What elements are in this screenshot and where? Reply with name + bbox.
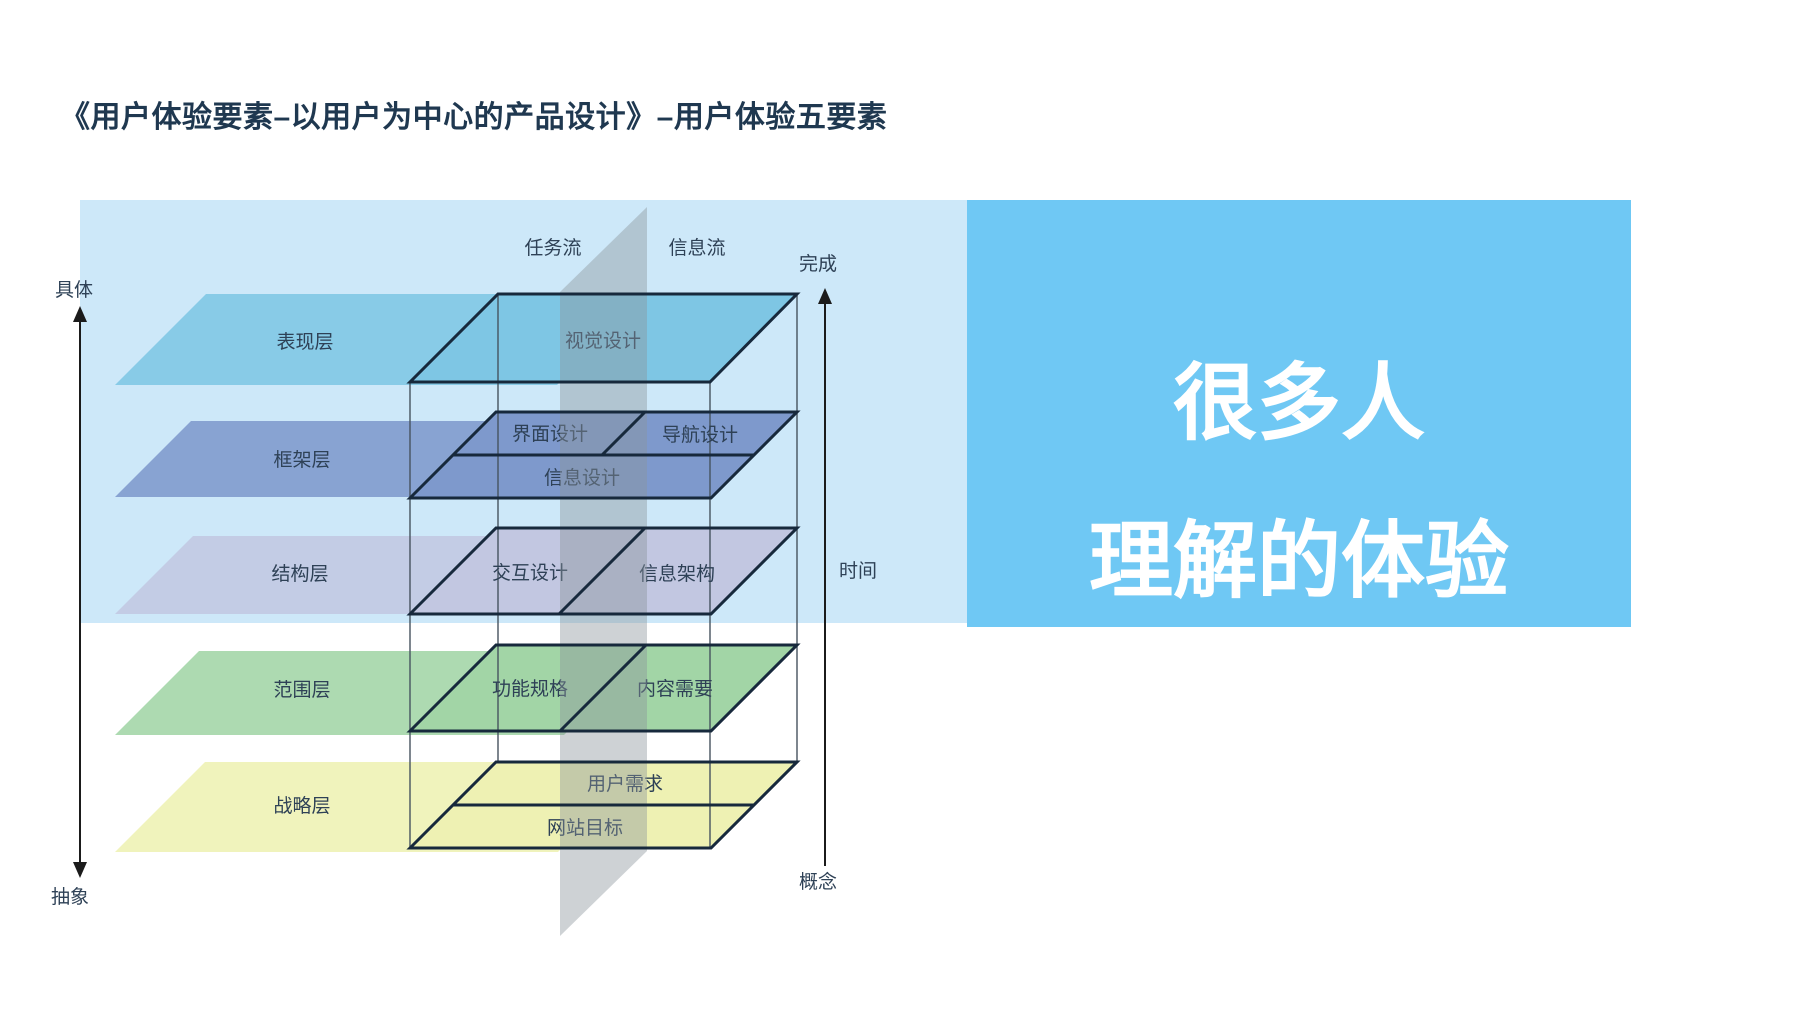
axis-label-abstract: 抽象 — [51, 886, 89, 908]
layer-label-strategy: 战略层 — [273, 795, 330, 817]
layer-label-scope: 范围层 — [273, 679, 330, 701]
axis-label-time: 时间 — [839, 560, 877, 582]
cell-label-functional-specs: 功能规格 — [492, 678, 568, 700]
cell-label-interaction-design: 交互设计 — [492, 562, 568, 584]
cell-label-information-design: 信息设计 — [544, 467, 620, 489]
layer-label-surface: 表现层 — [276, 331, 333, 353]
scope-divider — [558, 643, 648, 733]
right-axis-arrow-up-icon — [818, 288, 832, 304]
layer-label-skeleton: 框架层 — [273, 449, 330, 471]
task-flow-label: 任务流 — [524, 237, 581, 259]
layer-label-structure: 结构层 — [271, 563, 328, 585]
left-axis-arrow-up-icon — [73, 306, 87, 322]
cell-label-content-requirements: 内容需要 — [637, 678, 713, 700]
cell-label-interface-design: 界面设计 — [512, 423, 588, 445]
cell-label-navigation-design: 导航设计 — [662, 424, 738, 446]
cell-outline-scope — [406, 643, 801, 733]
page-title: 《用户体验要素–以用户为中心的产品设计》–用户体验五要素 — [60, 101, 888, 134]
skeleton-top-divider — [600, 410, 647, 457]
cell-outline-strategy — [406, 760, 801, 850]
callout-panel — [967, 200, 1631, 627]
structure-divider — [557, 526, 647, 616]
cell-label-user-needs: 用户需求 — [587, 773, 663, 795]
axis-label-completion: 完成 — [799, 253, 837, 275]
axis-label-conception: 概念 — [799, 870, 837, 893]
cell-label-visual-design: 视觉设计 — [565, 330, 641, 352]
left-axis-arrow-down-icon — [73, 862, 87, 878]
cell-label-information-architecture: 信息架构 — [639, 563, 715, 585]
cell-label-site-objectives: 网站目标 — [547, 817, 623, 839]
axis-label-concrete: 具体 — [55, 279, 93, 301]
cell-outline-structure — [406, 526, 801, 616]
cell-outline-skeleton — [406, 410, 801, 500]
cell-outline-surface — [406, 292, 801, 384]
info-flow-label: 信息流 — [668, 237, 725, 259]
cell-fill-surface — [410, 294, 797, 382]
